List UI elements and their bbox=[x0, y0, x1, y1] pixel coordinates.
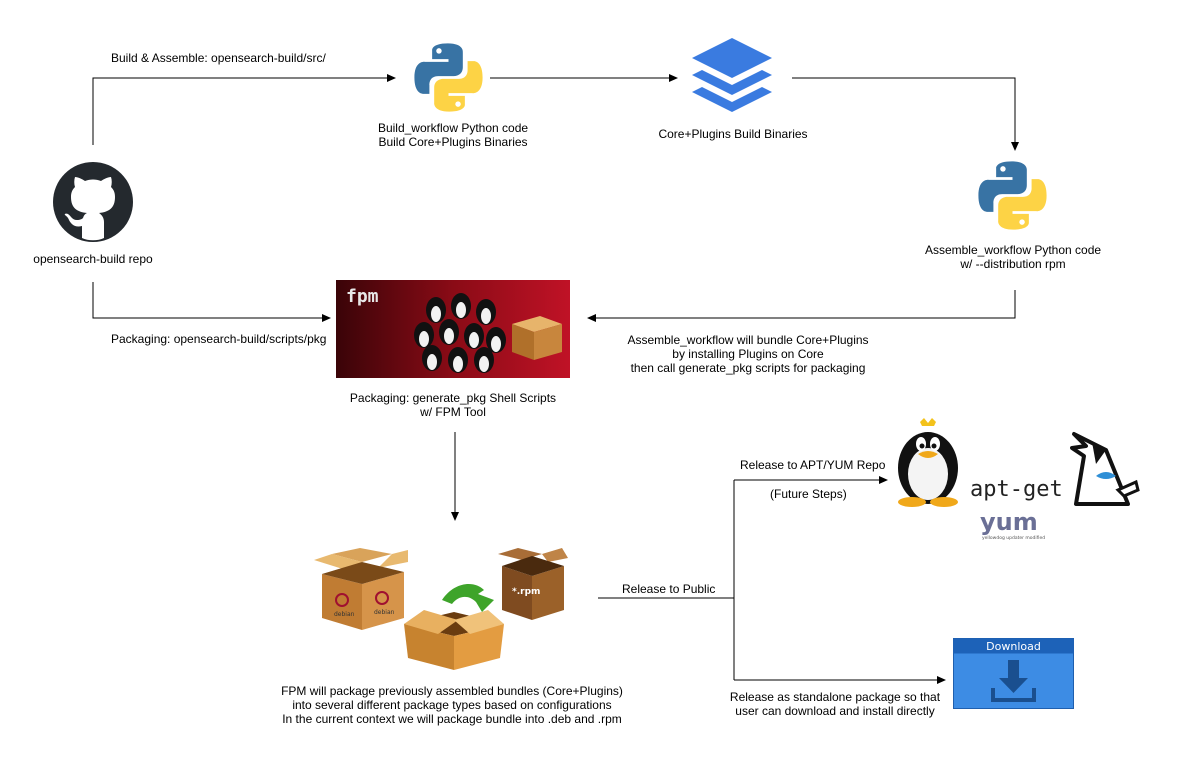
bundle-description: Assemble_workflow will bundle Core+Plugi… bbox=[627, 333, 869, 375]
svg-text:yellowdog updater modified: yellowdog updater modified bbox=[982, 535, 1045, 541]
debian-box: debian debian bbox=[314, 548, 408, 630]
open-box bbox=[404, 584, 504, 670]
yum-logo: yum yellowdog updater modified bbox=[980, 508, 1045, 541]
rpm-box: *.rpm bbox=[498, 548, 568, 620]
python-icon bbox=[978, 161, 1047, 230]
layers-icon bbox=[692, 38, 772, 112]
package-boxes: debian debian *.rpm bbox=[314, 548, 568, 670]
jaxb-duke-icon bbox=[1070, 432, 1140, 506]
python-icon bbox=[414, 43, 483, 112]
svg-text:debian: debian bbox=[334, 611, 355, 618]
build-assemble-label: Build & Assemble: opensearch-build/src/ bbox=[111, 51, 326, 65]
svg-text:apt-get: apt-get bbox=[970, 477, 1063, 502]
apt-get-logo: apt-get bbox=[970, 477, 1063, 502]
svg-text:Download: Download bbox=[986, 640, 1041, 653]
tux-icon bbox=[898, 418, 958, 507]
repo-label: opensearch-build repo bbox=[33, 252, 153, 266]
github-icon bbox=[53, 162, 133, 242]
release-repo-label: Release to APT/YUM Repo bbox=[740, 458, 886, 472]
packaging-path-label: Packaging: opensearch-build/scripts/pkg bbox=[111, 332, 327, 346]
download-icon[interactable]: Download bbox=[953, 638, 1074, 709]
release-public-label: Release to Public bbox=[622, 582, 716, 596]
svg-text:debian: debian bbox=[374, 609, 395, 616]
future-steps-label: (Future Steps) bbox=[770, 487, 847, 501]
binaries-label: Core+Plugins Build Binaries bbox=[658, 127, 808, 141]
fpm-description: FPM will package previously assembled bu… bbox=[281, 684, 623, 726]
fpm-banner: fpm bbox=[336, 280, 570, 378]
svg-text:*.rpm: *.rpm bbox=[512, 587, 540, 597]
svg-text:fpm: fpm bbox=[346, 286, 379, 307]
svg-text:yum: yum bbox=[980, 508, 1038, 536]
